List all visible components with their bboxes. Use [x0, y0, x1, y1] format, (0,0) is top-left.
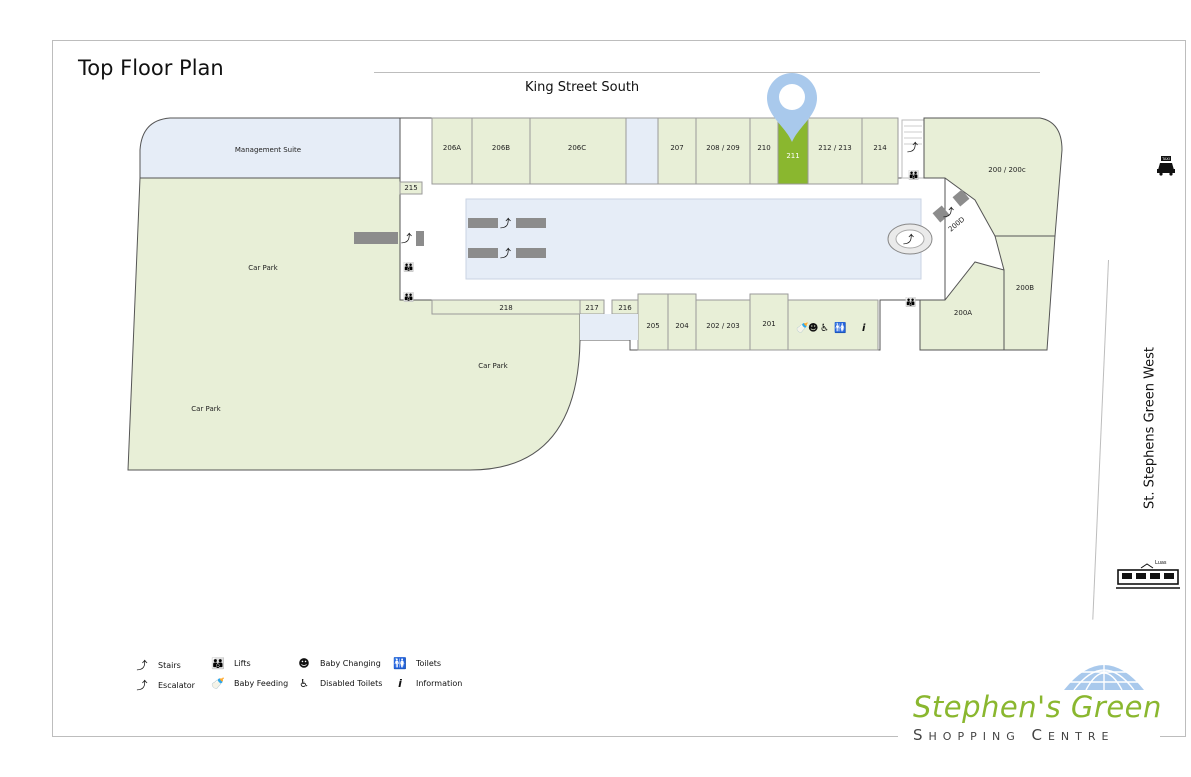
- logo-dome-icon: [1064, 654, 1144, 691]
- unit-208-209[interactable]: [695, 117, 751, 185]
- escalator-icon: ⤴: [136, 679, 148, 692]
- information-icon: i: [862, 323, 866, 334]
- unit-label: 204: [675, 322, 689, 330]
- unit-label: 215: [404, 184, 417, 192]
- unit-label: 200 / 200c: [988, 166, 1026, 174]
- page-title: Top Floor Plan: [78, 56, 224, 80]
- svg-text:Luas: Luas: [1155, 560, 1167, 566]
- lifts-icon: 👪: [211, 657, 225, 670]
- legend-item: ⤴Escalator: [134, 677, 195, 693]
- unit-label: 205: [646, 322, 659, 330]
- toilets-icon: 🚻: [834, 321, 846, 334]
- escalator-bar: [416, 231, 424, 246]
- unit-management-suite[interactable]: [139, 117, 401, 179]
- map-frame: [52, 40, 1186, 737]
- unit-206c[interactable]: [529, 117, 627, 185]
- legend-item: 🍼Baby Feeding: [211, 677, 289, 690]
- unit-label: 206B: [492, 144, 510, 152]
- unit-label: 207: [670, 144, 683, 152]
- unit-214[interactable]: [861, 117, 899, 185]
- lifts-icon: 👪: [905, 296, 916, 308]
- escalator-bar: [516, 218, 546, 228]
- unit-label: 218: [499, 304, 512, 312]
- atrium-void: [465, 198, 922, 280]
- escalator-icon: ⤴: [500, 216, 511, 230]
- information-icon: i: [398, 677, 402, 690]
- unit-200b[interactable]: [994, 235, 1056, 351]
- escalator-bar: [468, 218, 498, 228]
- toilets-icon: 🚻: [393, 657, 407, 670]
- lifts-icon: 👪: [908, 169, 919, 181]
- corridor-lower: [580, 314, 638, 340]
- baby-changing-icon: ☻: [808, 322, 818, 334]
- logo-subtitle: Shopping Centre: [913, 726, 1115, 744]
- escalator-icon: ⤴: [903, 232, 914, 246]
- lifts-icon: 👪: [403, 291, 414, 303]
- unit-label: Car Park: [478, 362, 508, 370]
- legend-item: ♿Disabled Toilets: [296, 677, 382, 690]
- unit-label: 211: [786, 152, 799, 160]
- escalator-bar: [516, 248, 546, 258]
- unit-label: Car Park: [191, 405, 221, 413]
- logo-text: Stephen's Green: [913, 690, 1162, 724]
- escalator-bar: [468, 248, 498, 258]
- unit-label: 216: [618, 304, 632, 312]
- unit-200-200c[interactable]: [923, 117, 1063, 237]
- corridor-gap: [625, 117, 659, 185]
- escalator-bar: [354, 232, 398, 244]
- baby-changing-icon: ☻: [298, 657, 310, 670]
- unit-label: 202 / 203: [706, 322, 740, 330]
- unit-label: 206A: [443, 144, 461, 152]
- unit-label: 208 / 209: [706, 144, 740, 152]
- unit-204[interactable]: [667, 293, 697, 351]
- unit-202-203[interactable]: [695, 299, 751, 351]
- escalator-icon: ⤴: [500, 246, 511, 260]
- unit-206b[interactable]: [471, 117, 531, 185]
- unit-205[interactable]: [637, 293, 669, 351]
- unit-label: Car Park: [248, 264, 278, 272]
- unit-200a[interactable]: [919, 261, 1005, 351]
- stairs-icon: ⤴: [136, 659, 148, 672]
- baby-feeding-icon: 🍼: [796, 321, 809, 334]
- stairs-icon: ⤴: [907, 140, 918, 154]
- legend-item: ⤴Stairs: [134, 657, 181, 673]
- escalator-bar: [952, 189, 970, 207]
- unit-label: 200A: [954, 309, 972, 317]
- baby-feeding-icon: 🍼: [211, 677, 225, 690]
- lifts-icon: 👪: [403, 261, 414, 273]
- legend-item: 🚻Toilets: [393, 657, 442, 670]
- disabled-toilets-icon: ♿: [820, 323, 829, 334]
- luas-tram-icon: Luas: [1116, 560, 1180, 589]
- unit-label: 217: [585, 304, 598, 312]
- unit-label: 214: [873, 144, 887, 152]
- escalator-icon: ⤴: [401, 231, 412, 245]
- frame-line: [1160, 736, 1185, 737]
- svg-text:TAXI: TAXI: [1161, 157, 1170, 161]
- facilities-block[interactable]: [787, 299, 879, 351]
- unit-label: 212 / 213: [818, 144, 852, 152]
- unit-201[interactable]: [749, 293, 789, 351]
- unit-label: 206C: [568, 144, 586, 152]
- unit-label: 210: [757, 144, 770, 152]
- unit-215[interactable]: [399, 181, 423, 195]
- escalator-bar: [932, 205, 950, 223]
- taxi-icon: TAXI: [1157, 156, 1175, 176]
- unit-label: Management Suite: [235, 146, 301, 154]
- disabled-toilets-icon: ♿: [299, 677, 309, 690]
- location-pin-icon[interactable]: [763, 72, 821, 144]
- street-line-top: [374, 72, 1040, 73]
- street-label-king-street-south: King Street South: [525, 80, 640, 95]
- legend-item: ☻Baby Changing: [296, 657, 381, 670]
- unit-label: 200B: [1016, 284, 1034, 292]
- frame-line: [52, 736, 898, 737]
- escalator-icon: ⤴: [943, 205, 954, 219]
- unit-label: 201: [762, 320, 775, 328]
- legend-item: 👪Lifts: [211, 657, 251, 670]
